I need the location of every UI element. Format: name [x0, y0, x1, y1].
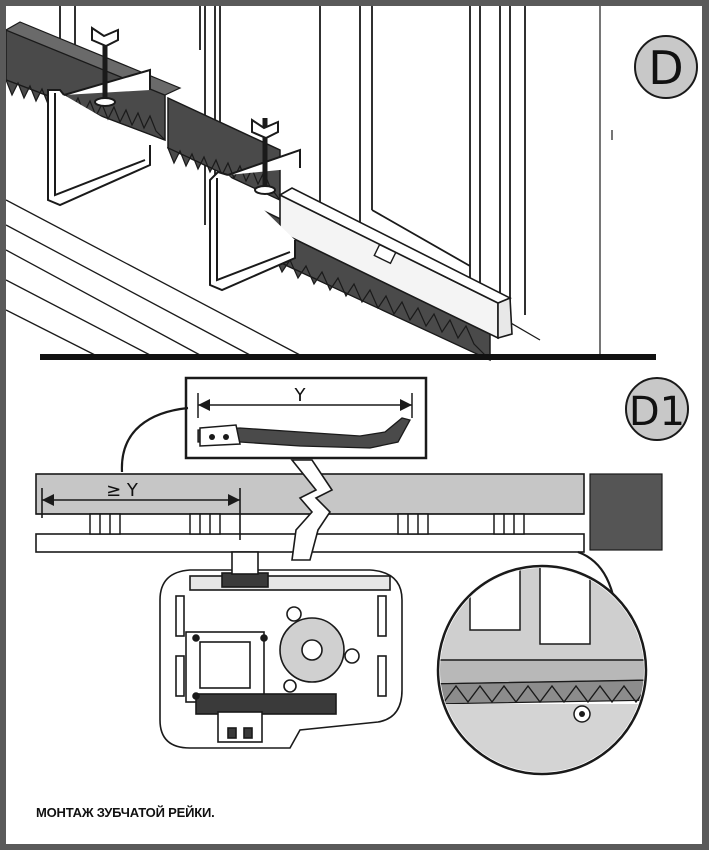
- dimension-ge-y: ≥ Y: [41, 480, 241, 540]
- dimension-y-label: Y: [294, 385, 307, 406]
- illustration: D D1 Y: [6, 6, 698, 776]
- page-frame: D D1 Y: [6, 6, 702, 844]
- badge-d-label: D: [648, 41, 683, 95]
- caption: МОНТАЖ ЗУБЧАТОЙ РЕЙКИ.: [36, 805, 215, 820]
- dark-block: [589, 473, 663, 551]
- dimension-ge-y-label: ≥ Y: [106, 480, 139, 501]
- panel-divider: [40, 354, 656, 360]
- clamp-left[interactable]: [47, 26, 151, 207]
- clamp-right[interactable]: [209, 118, 301, 292]
- window-frames: [59, 6, 613, 355]
- end-bar-clip: [373, 243, 397, 265]
- panel-d1: D1 Y: [35, 376, 689, 776]
- break-mark: [290, 459, 334, 561]
- panel-d: D: [6, 6, 698, 362]
- magnified-detail: [436, 564, 648, 776]
- badge-d1-label: D1: [629, 389, 685, 435]
- badge-d: D: [634, 35, 698, 99]
- badge-d1: D1: [625, 377, 689, 441]
- leader-line: [120, 406, 189, 473]
- detail-inset-top: Y: [184, 376, 428, 460]
- motor-unit: [159, 551, 403, 749]
- mounting-posts: [89, 513, 525, 535]
